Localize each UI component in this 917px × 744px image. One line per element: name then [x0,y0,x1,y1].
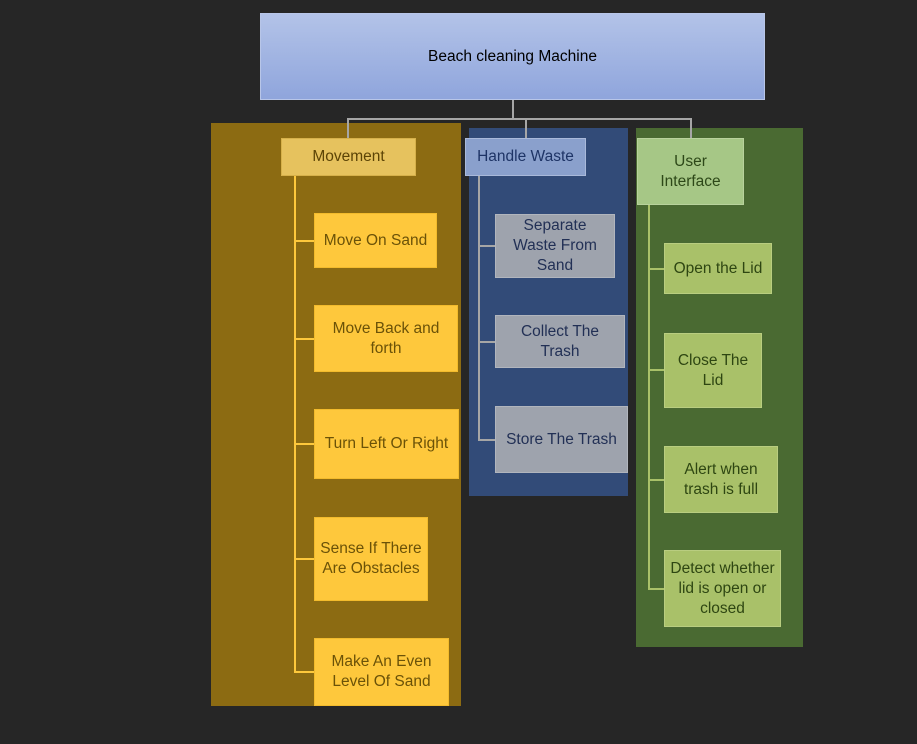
user-interface-branch [648,369,665,371]
user-interface-item-label: Detect whether lid is open or closed [670,559,775,617]
handle-waste-item-label: Separate Waste From Sand [513,217,597,274]
movement-item: Make An Even Level Of Sand [314,638,449,706]
handle-waste-item: Collect The Trash [495,315,625,368]
root-connector-horizontal [347,118,692,120]
user-interface-item: Close The Lid [664,333,762,408]
user-interface-item: Detect whether lid is open or closed [664,550,781,627]
movement-item: Sense If There Are Obstacles [314,517,428,601]
handle-waste-branch [478,439,496,441]
user-interface-item: Alert when trash is full [664,446,778,513]
handle-waste-branch [478,341,496,343]
handle-waste-item: Store The Trash [495,406,628,473]
handle-waste-spine [478,176,480,441]
connector-to-user-interface [690,118,692,138]
user-interface-branch [648,588,665,590]
root-connector-vertical [512,100,514,119]
handle-waste-branch [478,245,496,247]
movement-item: Move On Sand [314,213,437,268]
handle-waste-label: Handle Waste [477,148,574,165]
user-interface-branch [648,479,665,481]
user-interface-node: User Interface [637,138,744,205]
handle-waste-item-label: Store The Trash [506,430,617,448]
handle-waste-item-label: Collect The Trash [520,322,600,360]
user-interface-item: Open the Lid [664,243,772,294]
user-interface-item-label: Alert when trash is full [683,460,759,498]
movement-item-label: Sense If There Are Obstacles [320,540,422,577]
movement-label: Movement [312,148,385,165]
movement-item-label: Move On Sand [323,231,428,249]
handle-waste-node: Handle Waste [465,138,586,176]
user-interface-branch [648,268,665,270]
user-interface-item-label: Close The Lid [677,351,749,389]
movement-spine [294,176,296,673]
movement-item-label: Move Back and forth [332,319,440,357]
movement-item-label: Turn Left Or Right [324,435,449,452]
user-interface-label: User Interface [660,152,721,190]
user-interface-item-label: Open the Lid [673,259,763,277]
movement-branch [294,443,315,445]
connector-to-movement [347,118,349,138]
movement-node: Movement [281,138,416,176]
movement-branch [294,671,315,673]
movement-item-label: Make An Even Level Of Sand [331,653,432,690]
movement-item: Move Back and forth [314,305,458,372]
user-interface-spine [648,205,650,589]
movement-branch [294,558,315,560]
handle-waste-item: Separate Waste From Sand [495,214,615,278]
root-node-label: Beach cleaning Machine [428,47,597,65]
connector-to-handle-waste [525,118,527,138]
movement-item: Turn Left Or Right [314,409,459,479]
movement-branch [294,240,315,242]
root-node: Beach cleaning Machine [260,13,765,100]
movement-branch [294,338,315,340]
